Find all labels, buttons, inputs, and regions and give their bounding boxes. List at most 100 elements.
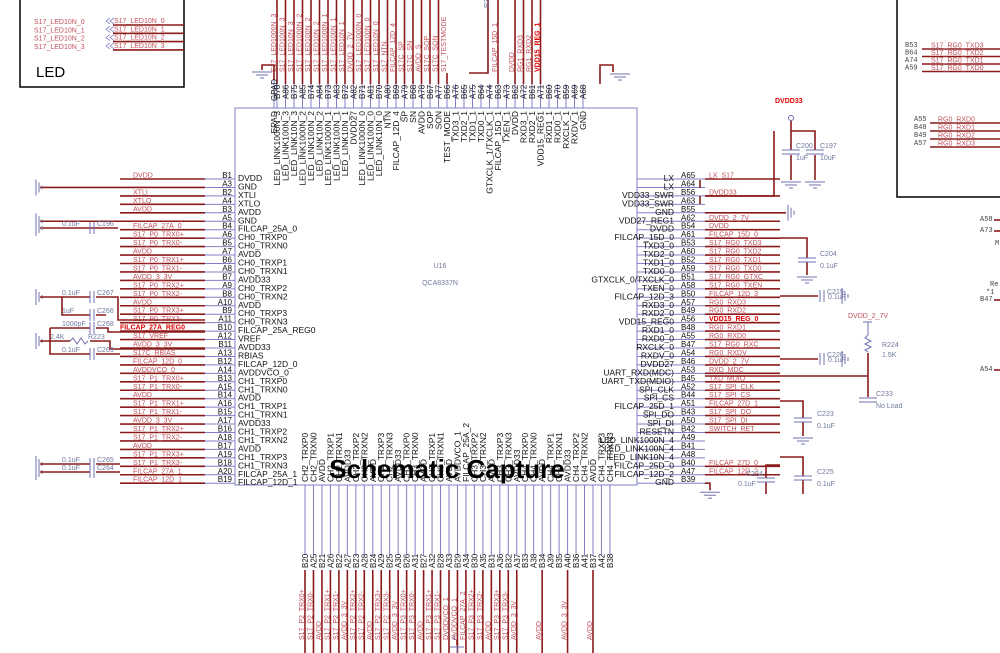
resistor-r223[interactable] xyxy=(69,337,89,345)
capacitor-c220[interactable]: C220 xyxy=(819,352,844,365)
resistor-r224[interactable] xyxy=(863,334,873,353)
capacitor-c219[interactable]: C219 xyxy=(819,289,844,302)
ic-body-u16[interactable] xyxy=(234,107,638,486)
